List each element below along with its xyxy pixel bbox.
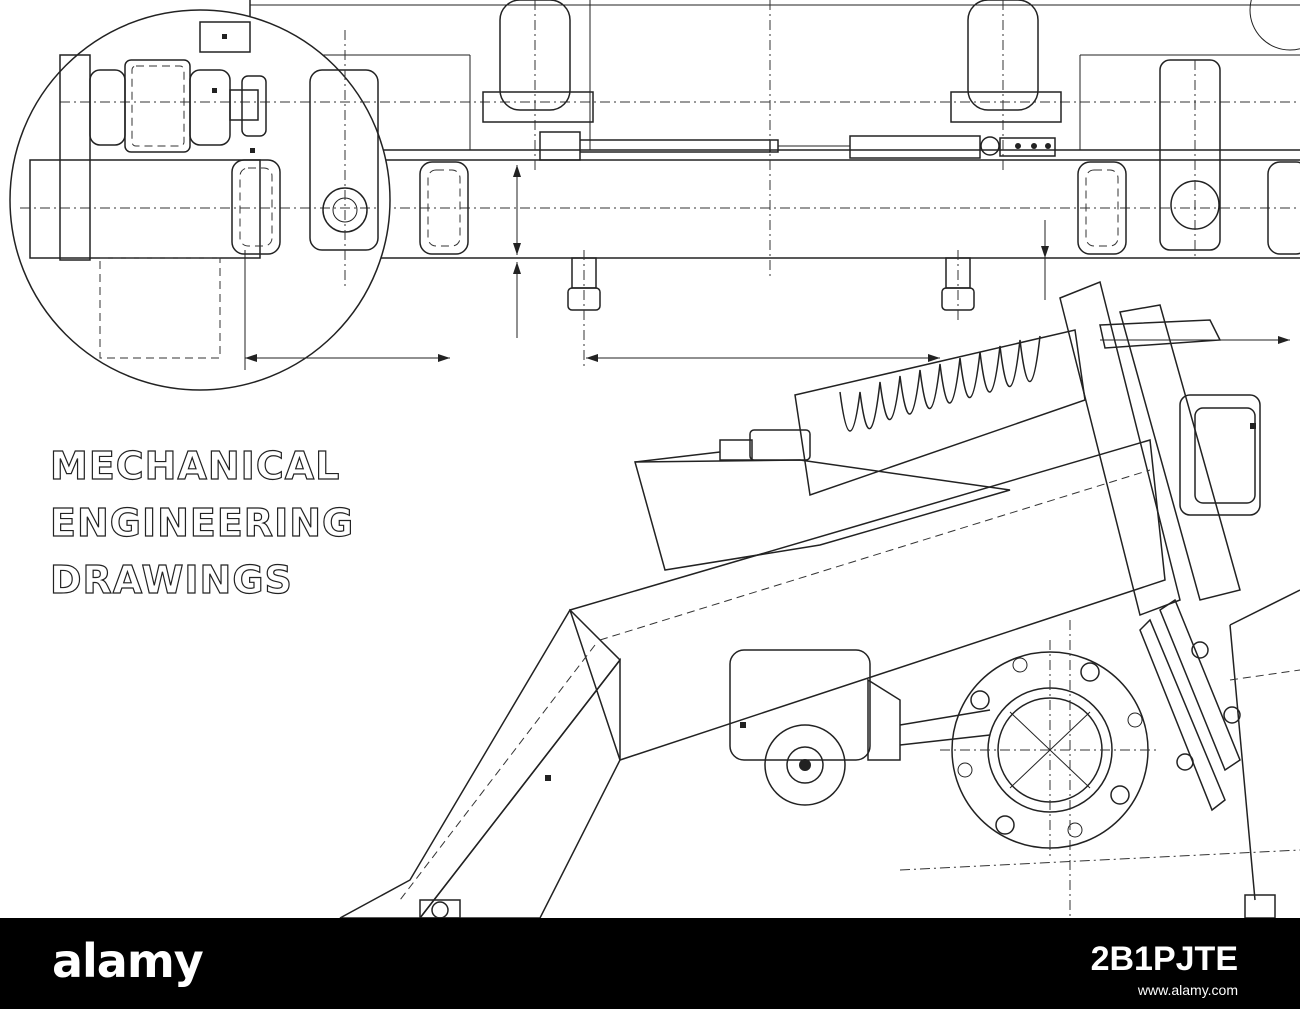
- image-id: 2B1PJTE: [1090, 940, 1238, 978]
- engineering-drawing-illustration: [9, 0, 1300, 918]
- detail-circle: [9, 9, 450, 391]
- spring-assembly: [634, 280, 1261, 616]
- title-block: MECHANICAL ENGINEERING DRAWINGS: [49, 438, 355, 609]
- title-line-3: DRAWINGS: [49, 557, 293, 602]
- title-line-1: MECHANICAL: [49, 443, 341, 488]
- title-line-2: ENGINEERING: [49, 500, 355, 545]
- angled-frame: [339, 439, 1166, 918]
- watermark-footer: alamy 2B1PJTE www.alamy.com: [0, 918, 1300, 1009]
- flange-assembly: [729, 589, 1300, 918]
- alamy-logo: alamy: [52, 934, 204, 988]
- source-url: www.alamy.com: [1137, 982, 1238, 998]
